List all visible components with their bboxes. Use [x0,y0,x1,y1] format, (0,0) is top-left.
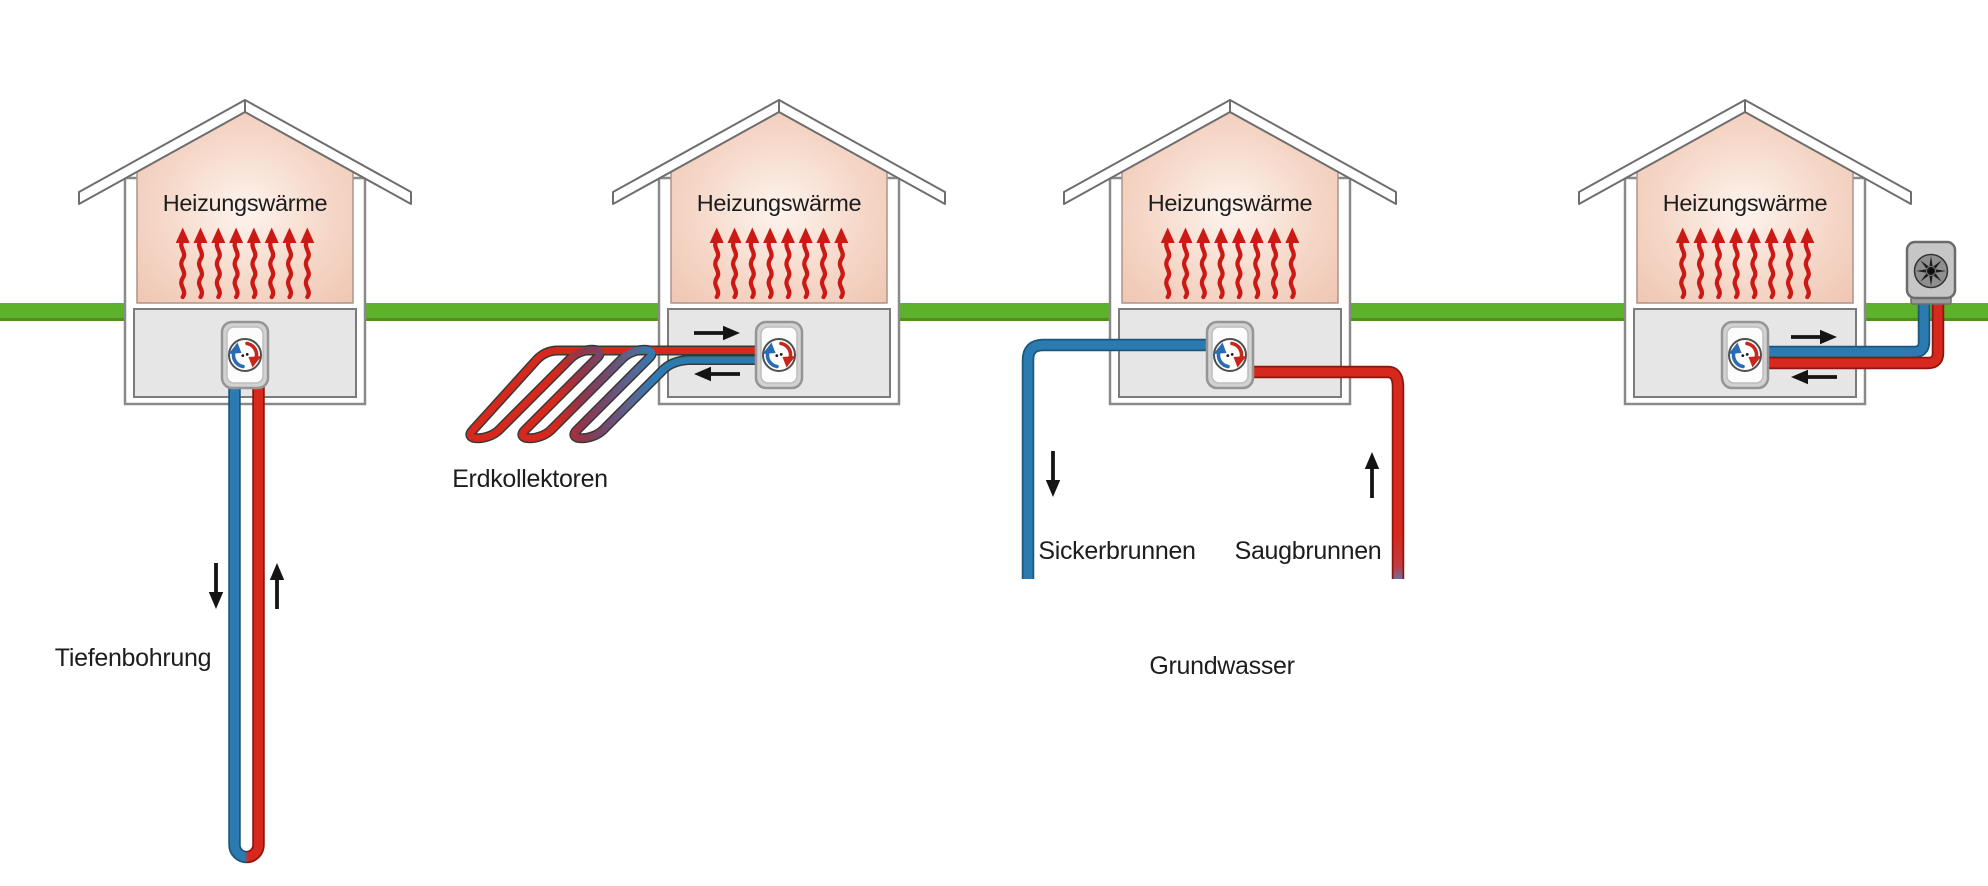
air-source-pipes [1766,296,1945,370]
coil-serpentine-pipe [467,346,666,442]
fan-hub [1928,268,1934,274]
coil-supply-pipe [533,347,772,363]
air-supply-pipe [1766,296,1929,357]
collector-coil [465,344,772,444]
label-saugbrunnen: Saugbrunnen [1235,537,1382,565]
label-grundwasser: Grundwasser [1149,652,1294,680]
borehole-pipe [228,384,265,864]
flow-up-arrow [1362,450,1382,500]
borehole-pipe-loop [230,384,263,862]
heat-pump-icon [1205,320,1255,390]
heat-pump-icon [220,320,270,390]
fan-hub-ring [1925,265,1937,277]
heat-pump-icon [1720,320,1770,390]
suction-pipe [1252,367,1403,579]
label-sickerbrunnen: Sickerbrunnen [1038,537,1195,565]
flow-down-arrow [206,561,226,611]
label-tiefenbohrung: Tiefenbohrung [55,644,211,672]
fan-unit-icon [1905,240,1957,305]
flow-down-arrow [1043,449,1063,499]
flow-up-arrow [267,561,287,611]
heat-pump-icon [754,320,804,390]
air-return-pipe [1766,296,1943,368]
label-erdkollektoren: Erdkollektoren [452,465,608,493]
seepage-pipe [1023,340,1208,579]
ground-line-shadow [0,318,1988,321]
groundwater-pipes [1021,338,1405,579]
coil-return-pipe [660,356,772,373]
ground-line [0,303,1988,320]
